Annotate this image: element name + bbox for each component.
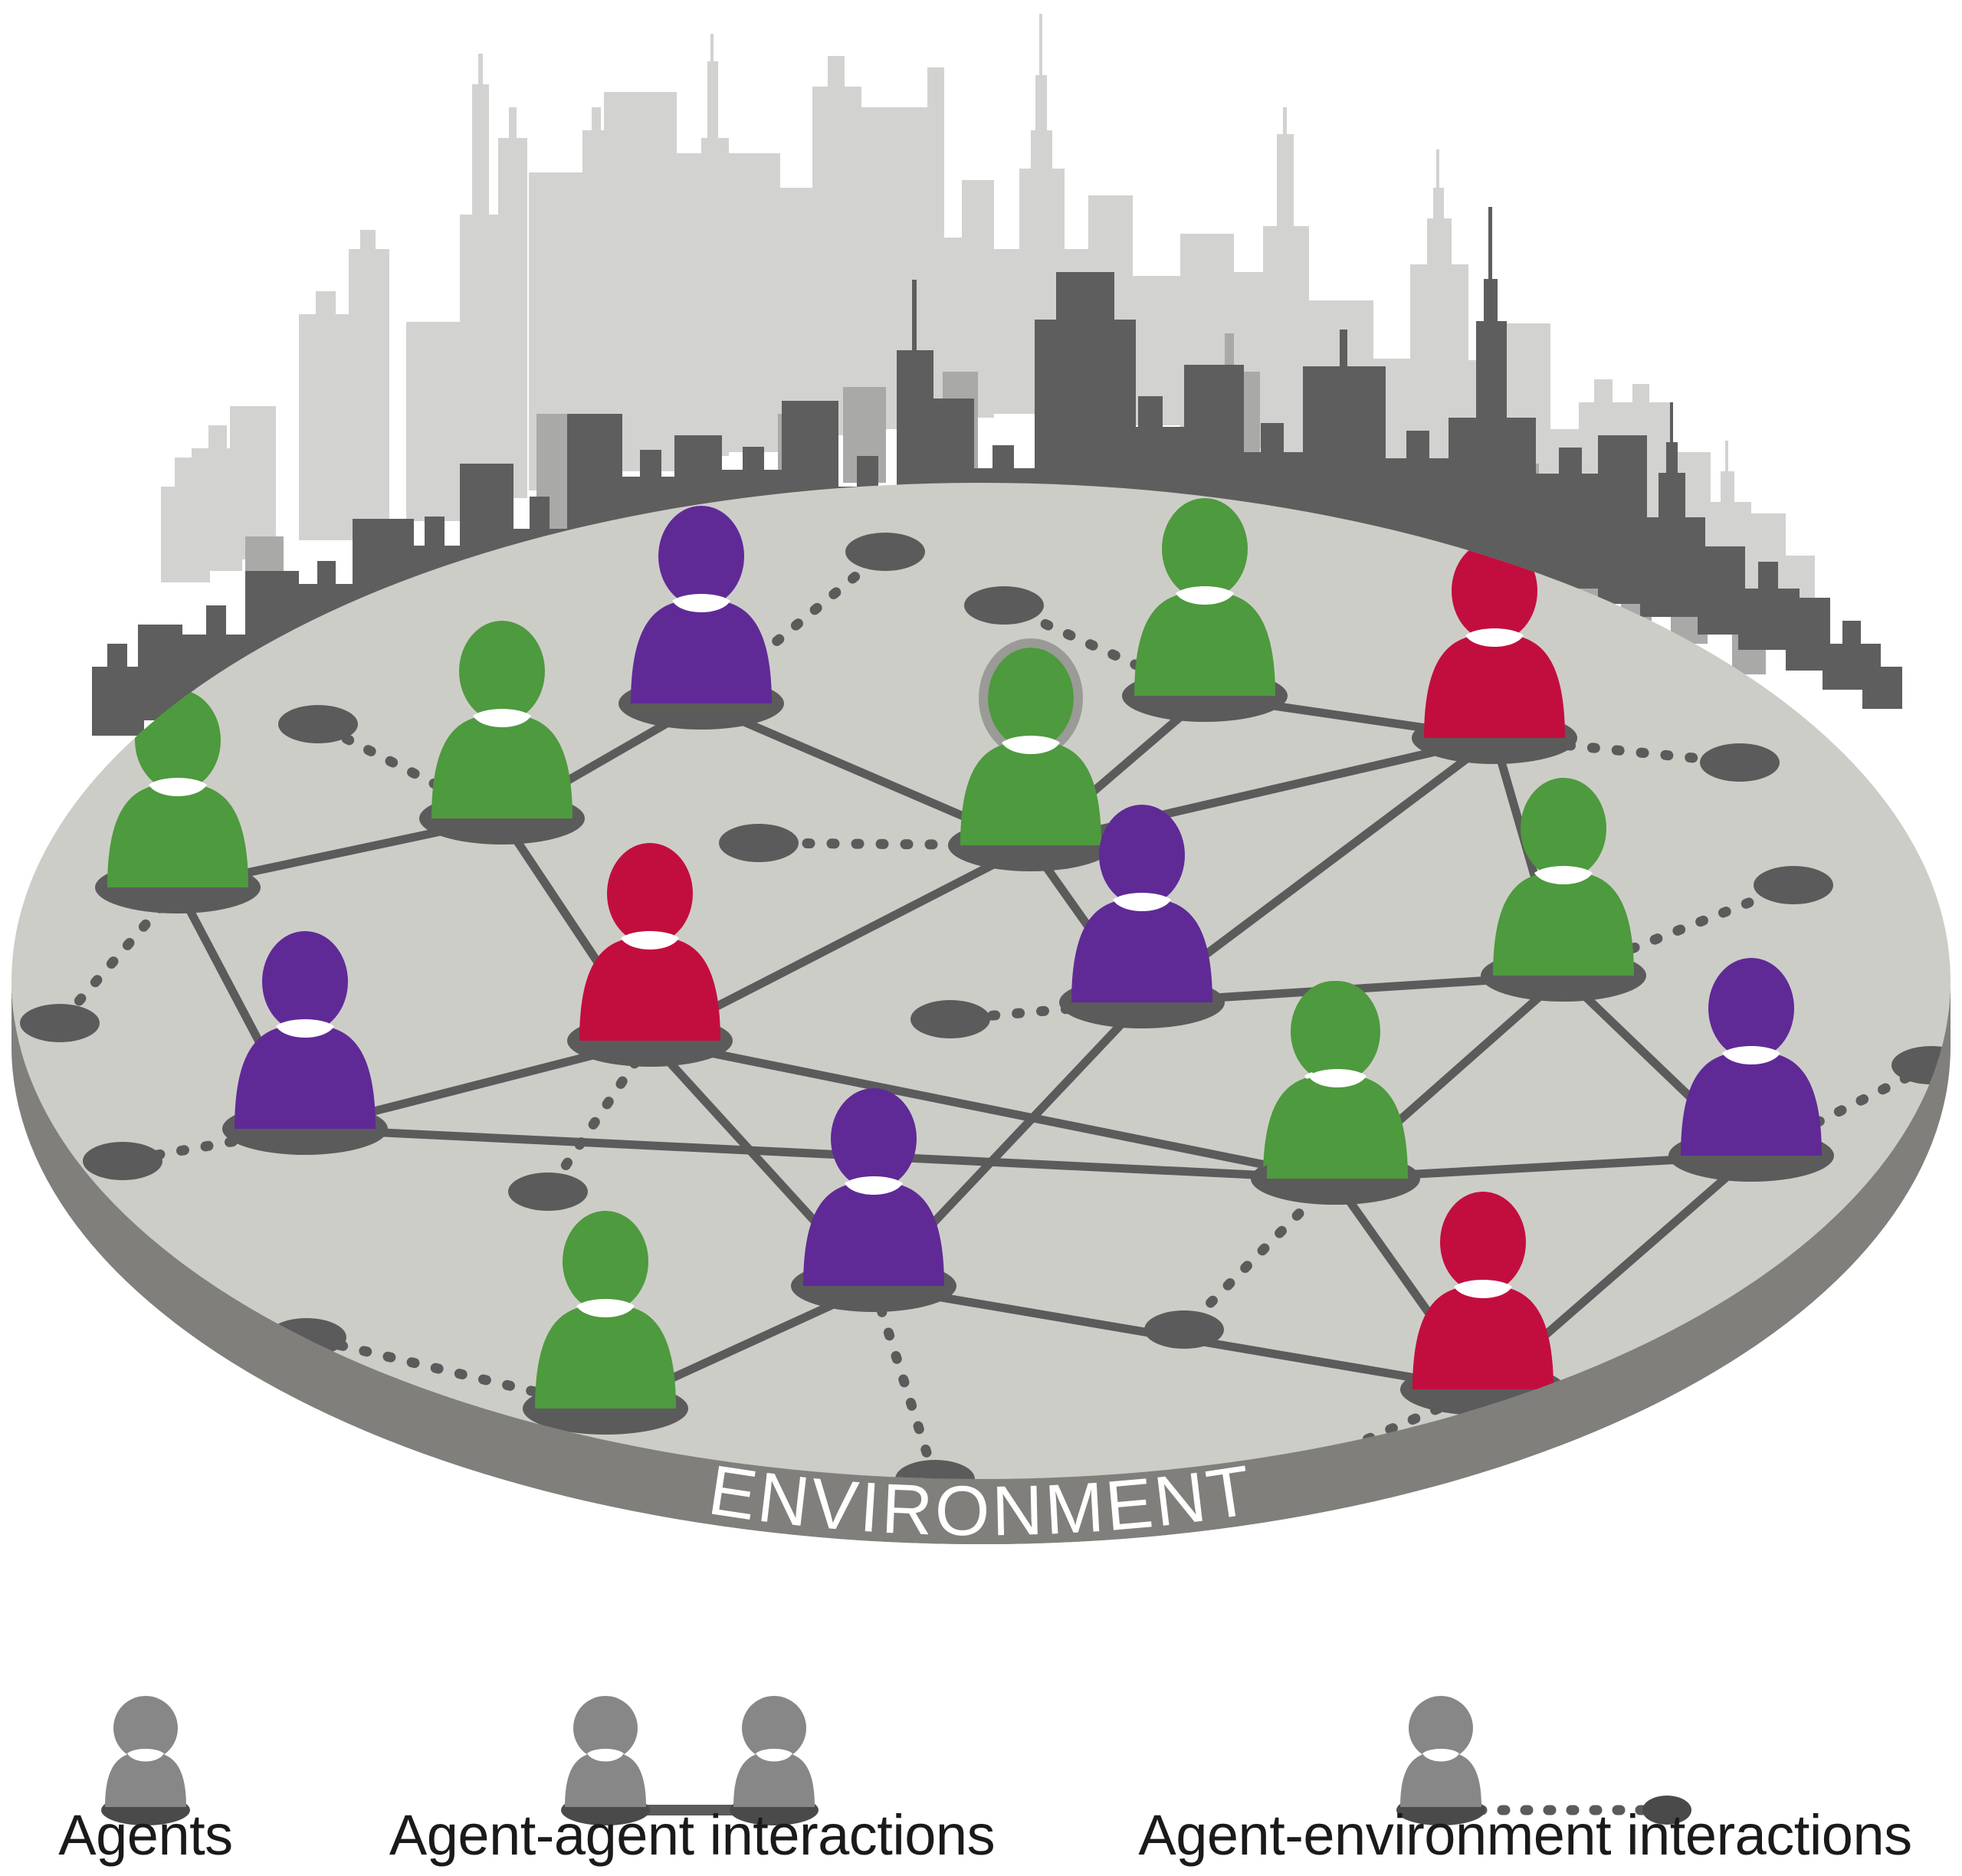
agent-body [1071,898,1212,1002]
environment-node[interactable] [1754,866,1833,904]
agent-neck-notch [276,1019,334,1038]
agent-purple[interactable] [1059,805,1225,1028]
agent-body [631,599,772,704]
agent-neck-notch [1002,736,1060,754]
agent-crimson[interactable] [1412,540,1577,764]
environment-nodes [20,533,1962,1498]
environment-node[interactable] [1700,743,1780,782]
legend-item-agent-environment[interactable]: Agent-environment interactions [1138,1696,1912,1867]
agent-neck-notch [149,778,207,796]
agent-body [1267,1074,1408,1179]
person-icon-right [730,1696,819,1825]
agent-neck-notch [672,594,730,612]
agent-neck-notch [1113,893,1171,911]
agent-head [607,843,693,944]
agent-body [1134,592,1275,696]
agent-body [579,936,720,1041]
agent-body [1412,1285,1554,1389]
agent-head [1708,958,1794,1059]
person-icon [1396,1696,1485,1825]
legend-label-agent-agent: Agent-agent interactions [389,1803,995,1867]
agent-green[interactable] [523,1211,688,1435]
agent-body [107,783,248,887]
agent-neck-notch [621,931,679,949]
agent-body [431,714,573,818]
agent-green[interactable] [1481,778,1646,1002]
legend-label-agent-environment: Agent-environment interactions [1138,1803,1911,1867]
legend: Agents Agent-agent interactions [58,1696,1912,1867]
agent-neck-notch [1176,586,1234,605]
agent-environment-link [1558,880,1799,981]
agent-purple[interactable] [1668,958,1834,1182]
agents [95,498,1834,1435]
agent-green[interactable] [419,621,585,845]
city-skyline [92,14,1902,736]
agent-crimson[interactable] [1400,1192,1566,1415]
environment-node[interactable] [895,1460,975,1498]
agent-head [1521,778,1606,879]
agent-neck-notch [1465,628,1524,647]
skyline-layer-light [161,14,1815,609]
agent-green[interactable] [948,638,1114,871]
agent-head [831,1088,917,1189]
agent-head [563,1211,648,1312]
agent-environment-link [696,546,891,709]
agent-green[interactable] [1255,981,1420,1205]
agent-purple[interactable] [222,931,388,1155]
environment-node[interactable] [719,824,799,862]
environment-node[interactable] [20,1004,100,1042]
agent-body [1681,1051,1822,1156]
agent-head [1162,498,1248,599]
environment-node[interactable] [1891,1046,1962,1084]
agent-body [1424,634,1565,738]
agent-head [459,621,545,722]
agent-environment-link [1489,733,1745,768]
agent-agent-link [645,1036,1338,1183]
legend-item-agents[interactable]: Agents [58,1696,233,1867]
agent-purple[interactable] [791,1088,956,1312]
person-icon [101,1696,190,1825]
environment-node[interactable] [508,1172,588,1211]
agent-environment-link [313,719,507,824]
agent-green[interactable] [1122,498,1288,722]
agent-neck-notch [473,709,531,727]
agent-neck-notch [1454,1280,1512,1298]
agent-body [803,1182,944,1286]
environment-node[interactable] [910,1000,990,1038]
environment-node[interactable] [83,1142,162,1180]
environment-node-icon [1642,1796,1691,1825]
environment-node[interactable] [278,705,358,743]
agent-neck-notch [845,1176,903,1195]
person-icon-left [561,1696,650,1825]
agent-head [658,506,744,607]
agent-body [535,1304,676,1409]
legend-label-agents: Agents [58,1803,232,1867]
agent-environment-link [1179,1173,1339,1335]
agent-body [235,1025,376,1129]
agent-head [988,648,1074,749]
agent-neck-notch [1308,1069,1367,1087]
agent-head [1452,540,1537,641]
agent-body [1493,871,1634,976]
environment-node[interactable] [845,533,925,571]
agent-head [262,931,348,1032]
agent-purple[interactable] [618,506,784,730]
agent-environment-link [868,1281,940,1479]
environment-node[interactable] [964,586,1044,625]
agent-agent-link [300,1124,1338,1183]
agent-head [1294,981,1380,1082]
agent-crimson[interactable] [567,843,733,1067]
environment-node[interactable] [1144,1310,1224,1349]
agent-neck-notch [1722,1046,1780,1064]
agent-body [960,741,1101,845]
agent-environment-link [1746,1060,1937,1161]
agent-head [1099,805,1185,906]
agent-head [1440,1192,1526,1293]
legend-item-agent-agent[interactable]: Agent-agent interactions [389,1696,996,1867]
agent-neck-notch [1534,866,1593,884]
agent-neck-notch [576,1299,635,1317]
